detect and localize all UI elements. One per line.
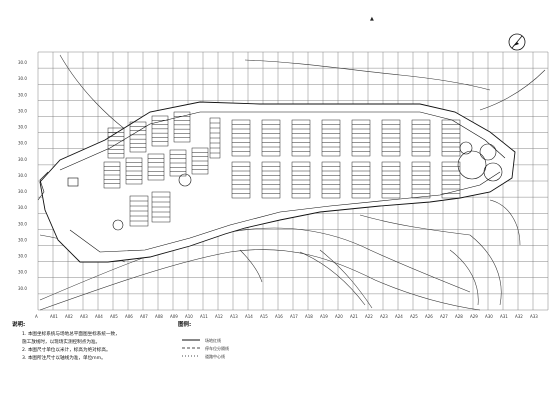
parking-block [151, 115, 169, 147]
row-label: 30.0 [18, 76, 27, 81]
parking-block [173, 111, 191, 143]
row-label: 30.0 [18, 92, 27, 97]
column-label: A28 [455, 314, 463, 319]
column-label: A15 [260, 314, 268, 319]
row-label: 30.0 [18, 108, 27, 113]
column-label: A12 [215, 314, 223, 319]
parking-block [107, 127, 125, 159]
column-label: A [35, 314, 38, 319]
row-label: 30.0 [18, 221, 27, 226]
column-label: A22 [365, 314, 373, 319]
column-label: A17 [290, 314, 298, 319]
column-label: A19 [320, 314, 328, 319]
note-line-1: 1. 本图坐标系统与场地总平面图坐标系统一致， [22, 330, 120, 337]
column-label: A03 [80, 314, 88, 319]
column-label: A32 [515, 314, 523, 319]
column-label: A31 [500, 314, 508, 319]
column-label: A25 [410, 314, 418, 319]
note-line-3: 2. 本图尺寸单位以米计，标高为绝对标高。 [22, 346, 111, 353]
column-label: A10 [185, 314, 193, 319]
column-label: A07 [140, 314, 148, 319]
row-label: 30.0 [18, 60, 27, 65]
row-label: 30.0 [18, 173, 27, 178]
column-label: A26 [425, 314, 433, 319]
row-labels: 30.0 30.0 30.0 30.0 30.0 30.0 30.0 30.0 30.0 30.0… [18, 60, 27, 291]
east-plaza [457, 141, 503, 182]
column-label: A23 [380, 314, 388, 319]
row-label: 30.0 [18, 254, 27, 259]
note-line-2: 施工放线时，以现场实测控制点为准。 [22, 338, 100, 345]
column-label: A27 [440, 314, 448, 319]
column-label: A08 [155, 314, 163, 319]
legend-label-2: 停车位分隔线 [205, 345, 229, 351]
parking-block [129, 121, 147, 153]
column-label: A16 [275, 314, 283, 319]
row-label: 30.0 [18, 286, 27, 291]
legend-block: 图例: 场地红线 停车位分隔线 道路中心线 [178, 320, 229, 359]
legend-label-1: 场地红线 [205, 337, 221, 343]
column-label: A30 [485, 314, 493, 319]
compass-icon [508, 33, 526, 51]
legend-heading: 图例: [178, 320, 191, 328]
west-structures [37, 171, 192, 231]
parking-lots [103, 111, 461, 227]
row-label: 30.0 [18, 205, 27, 210]
row-label: 30.0 [18, 125, 27, 130]
column-label: A20 [335, 314, 343, 319]
column-label: A09 [170, 314, 178, 319]
legend-label-3: 道路中心线 [205, 353, 225, 359]
column-label: A14 [245, 314, 253, 319]
north-mark: ▲ [370, 16, 374, 22]
notes-block: 说明: 1. 本图坐标系统与场地总平面图坐标系统一致， 施工放线时，以现场实测控… [12, 320, 120, 361]
column-label: A04 [95, 314, 103, 319]
column-label: A05 [110, 314, 118, 319]
column-label: A06 [125, 314, 133, 319]
column-label: A29 [470, 314, 478, 319]
row-label: 30.0 [18, 237, 27, 242]
column-label: A21 [350, 314, 358, 319]
column-label: A18 [305, 314, 313, 319]
row-label: 30.0 [18, 141, 27, 146]
column-label: A13 [230, 314, 238, 319]
column-label: A11 [200, 314, 208, 319]
row-label: 30.0 [18, 189, 27, 194]
column-label: A02 [65, 314, 73, 319]
notes-heading: 说明: [12, 320, 25, 328]
row-label: 30.0 [18, 270, 27, 275]
column-label: A33 [530, 314, 538, 319]
note-line-4: 3. 本图所注尺寸以轴线为准，单位mm。 [22, 354, 106, 361]
column-label: A01 [50, 314, 58, 319]
row-label: 30.0 [18, 157, 27, 162]
column-labels: A A01 A02 A03 A04 A05 A06 A07 A08 A09 A10 A11 A12 A13… [35, 314, 538, 319]
column-label: A24 [395, 314, 403, 319]
